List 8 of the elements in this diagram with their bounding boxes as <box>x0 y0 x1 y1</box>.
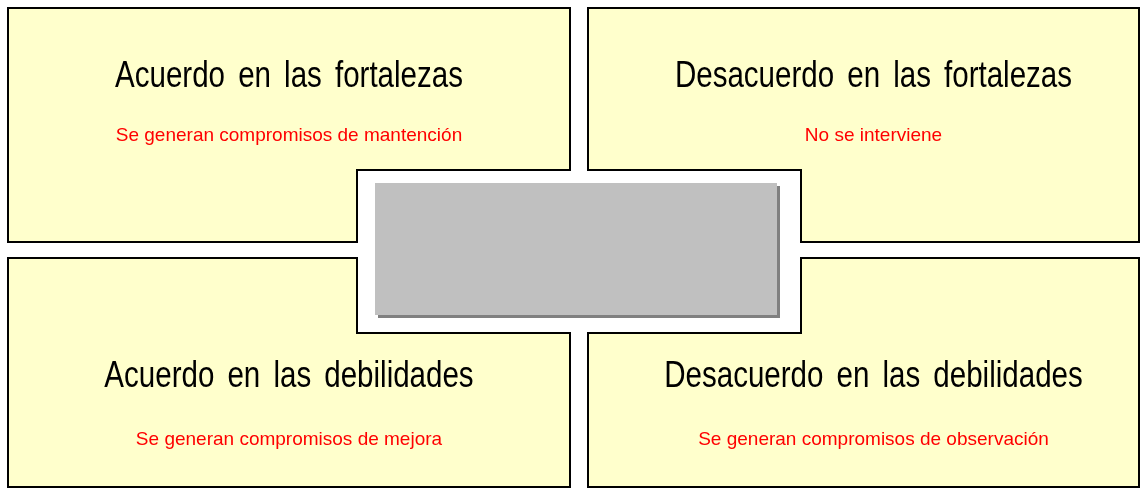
quadrant-note: No se interviene <box>804 124 943 146</box>
quadrant-title: Desacuerdo en las debilidades <box>664 354 1083 396</box>
quadrant-note: Se generan compromisos de observación <box>698 428 1049 450</box>
quadrant-note: Se generan compromisos de mantención <box>115 124 463 146</box>
quadrant-title: Desacuerdo en las fortalezas <box>674 54 1073 96</box>
quadrant-note: Se generan compromisos de mejora <box>135 428 443 450</box>
quadrant-title: Acuerdo en las fortalezas <box>115 54 463 96</box>
quadrant-title: Acuerdo en las debilidades <box>104 354 474 396</box>
